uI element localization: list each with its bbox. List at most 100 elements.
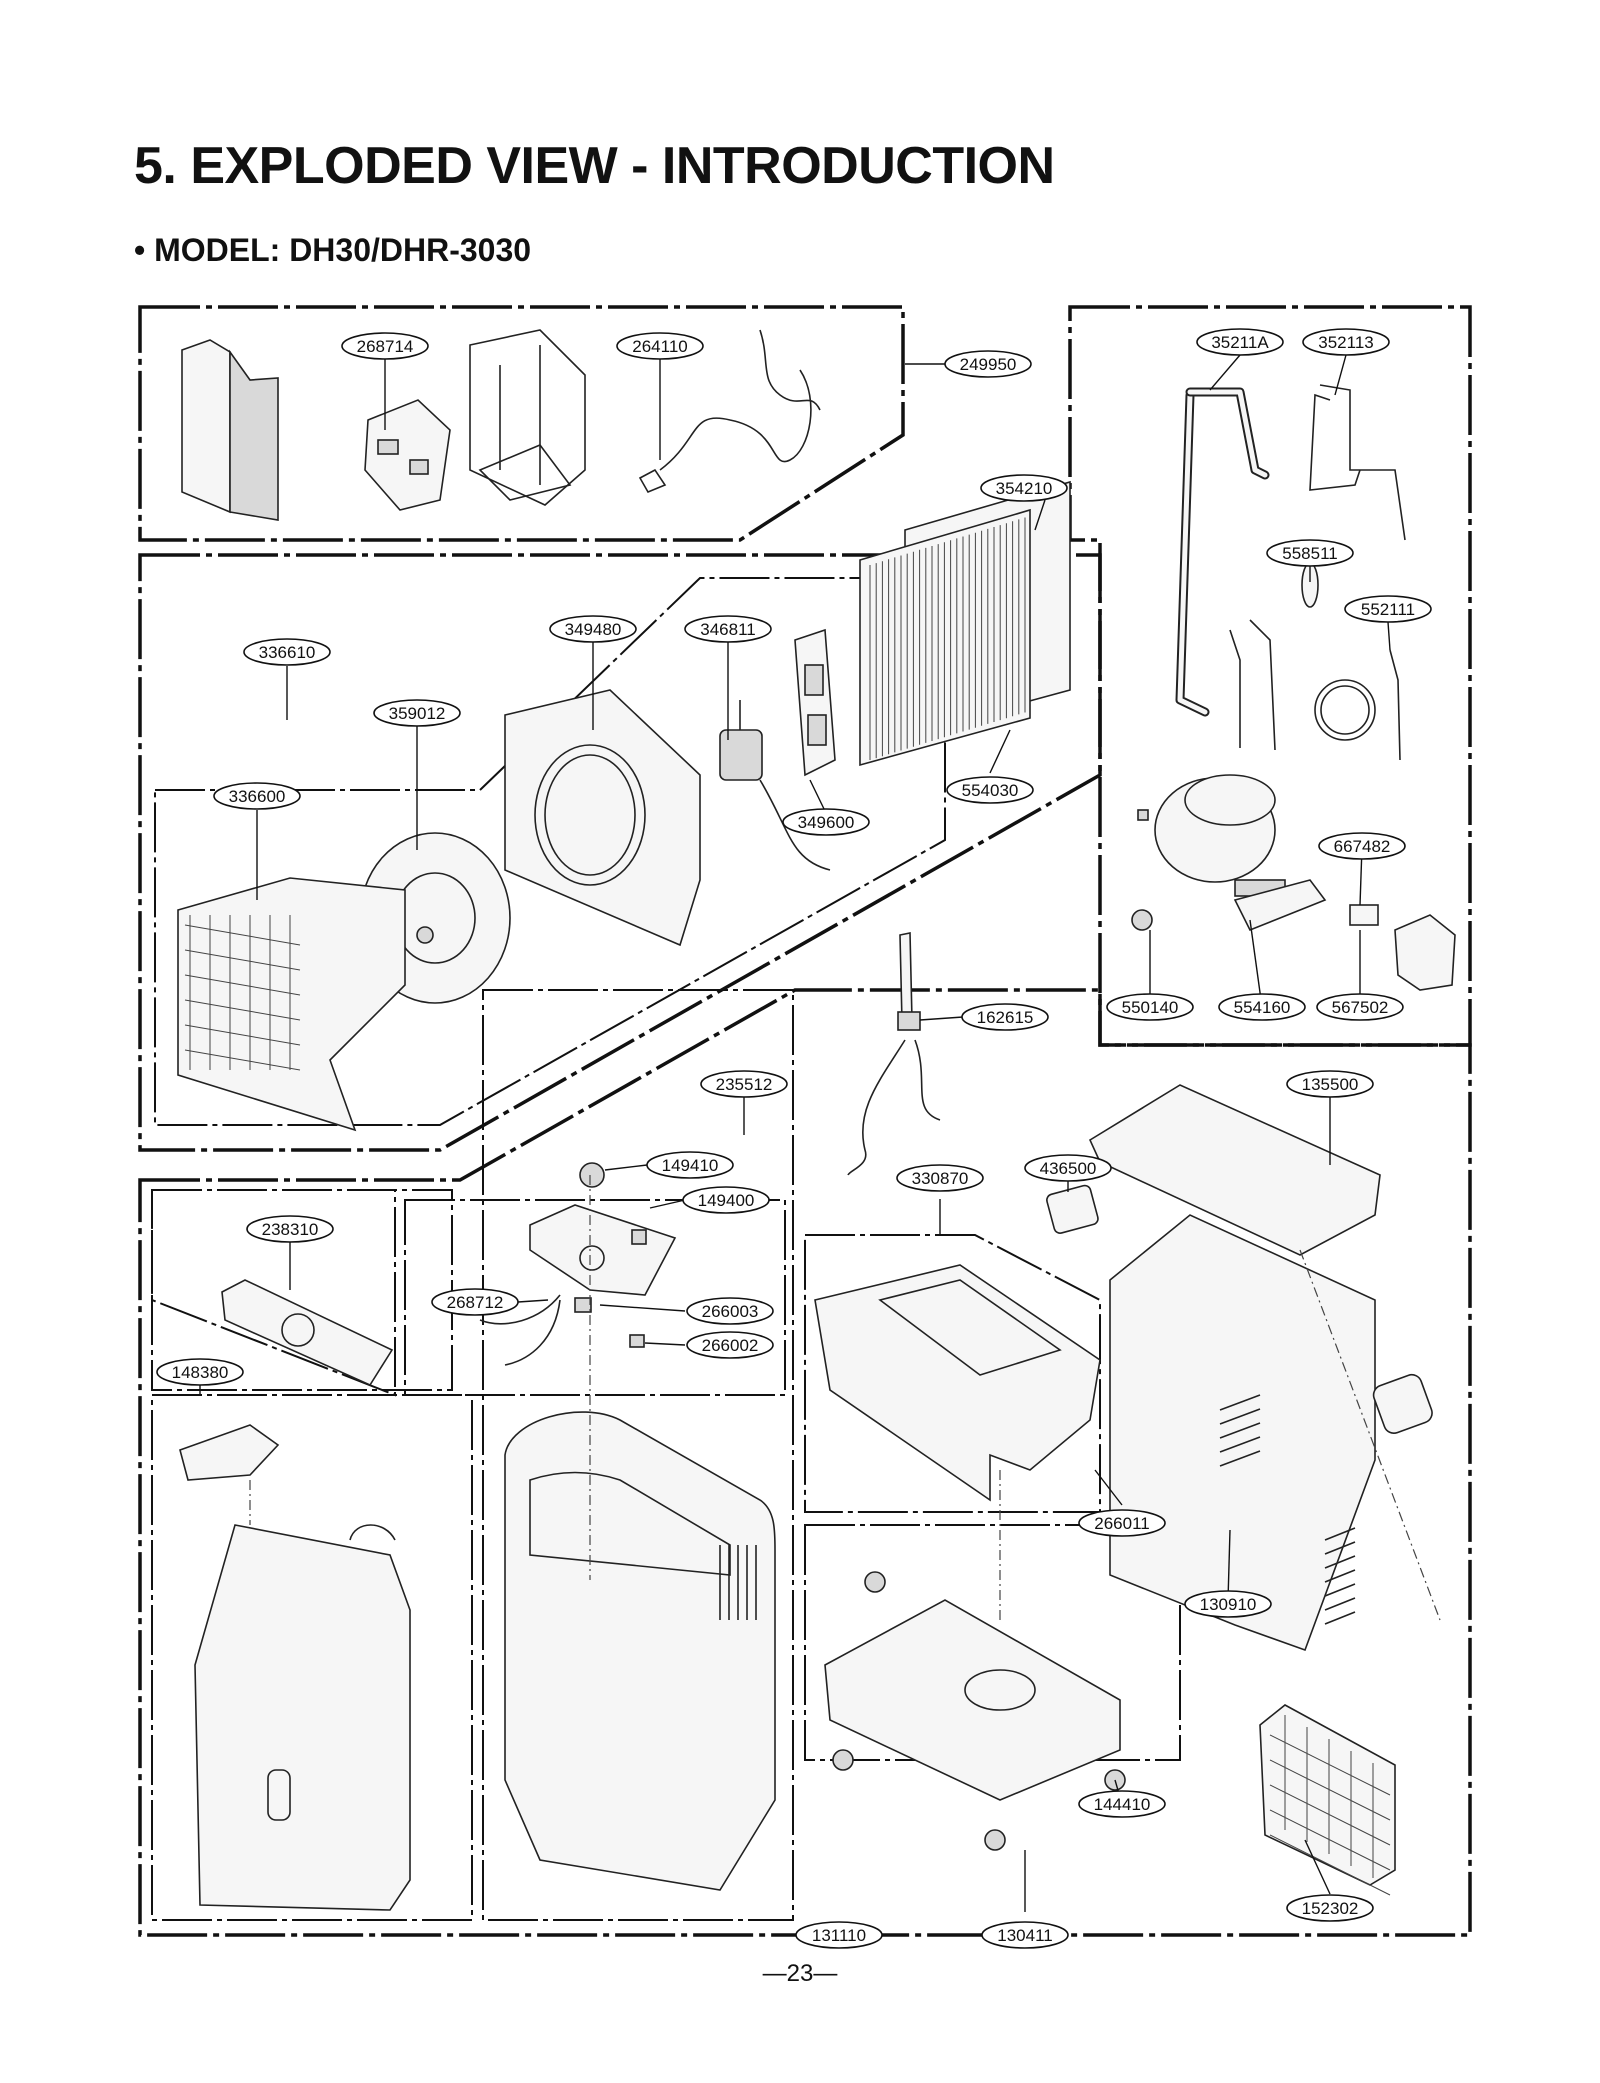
part-number-label: 558511: [1282, 544, 1337, 563]
callout-oval: [1106, 993, 1194, 1021]
callout-oval: [946, 776, 1034, 804]
part-callout-162615: 162615: [961, 1003, 1049, 1031]
hatch-line: [1269, 1834, 1391, 1896]
callout-oval: [684, 615, 772, 643]
hatch-line: [184, 1049, 301, 1071]
control-box-cover: [181, 339, 279, 521]
part-number-label: 131110: [812, 1926, 866, 1945]
part-callout-130910: 130910: [1184, 1590, 1272, 1618]
part-number-label: 266011: [1094, 1514, 1149, 1533]
callout-oval: [213, 782, 301, 810]
callout-oval: [961, 1003, 1049, 1031]
hatch-line: [184, 999, 301, 1021]
part-callout-550140: 550140: [1106, 993, 1194, 1021]
control-panel: [221, 1279, 394, 1387]
part-callout-235512: 235512: [700, 1070, 788, 1098]
hatch-line: [1324, 1541, 1356, 1555]
part-number-label: 135500: [1302, 1075, 1359, 1094]
refrigerant-pipes: [1175, 384, 1406, 761]
part-number-label: 436500: [1040, 1159, 1097, 1178]
callout-oval: [1196, 328, 1284, 356]
callout-oval: [1078, 1790, 1166, 1818]
part-callout-346811: 346811: [684, 615, 772, 643]
part-number-label: 336600: [229, 787, 286, 806]
part-callout-554030: 554030: [946, 776, 1034, 804]
callout-oval: [243, 638, 331, 666]
part-callout-266003: 266003: [686, 1297, 774, 1325]
callout-oval: [1302, 328, 1390, 356]
fan-housing: [177, 877, 406, 1132]
part-number-label: 162615: [977, 1008, 1034, 1027]
callout-oval: [896, 1164, 984, 1192]
hatch-line: [1324, 1527, 1356, 1541]
callout-oval: [1316, 993, 1404, 1021]
callout-oval: [1344, 595, 1432, 623]
part-callout-152302: 152302: [1286, 1894, 1374, 1922]
part-callout-268712: 268712: [431, 1288, 519, 1316]
guide-lines: [249, 1175, 1441, 1621]
top-cover: [1088, 1084, 1381, 1256]
page-number: —23—: [762, 1960, 838, 1987]
coil-front: [859, 508, 1031, 767]
callout-oval: [795, 1921, 883, 1949]
part-number-label: 268712: [447, 1293, 504, 1312]
hatch-line: [1219, 1394, 1261, 1411]
page-title: 5. EXPLODED VIEW - INTRODUCTION: [134, 137, 1055, 195]
motor-bracket: [794, 628, 836, 777]
callout-oval: [782, 808, 870, 836]
part-number-label: 235512: [716, 1075, 773, 1094]
callout-oval: [646, 1151, 734, 1179]
callout-oval: [1266, 539, 1354, 567]
part-number-label: 567502: [1332, 998, 1389, 1017]
hatch-line: [184, 1024, 301, 1046]
part-callout-130411: 130411: [981, 1921, 1069, 1949]
part-callout-558511: 558511: [1266, 539, 1354, 567]
part-callout-354210: 354210: [980, 474, 1068, 502]
part-callout-135500: 135500: [1286, 1070, 1374, 1098]
part-number-label: 130910: [1200, 1595, 1257, 1614]
callout-oval: [682, 1186, 770, 1214]
part-callout-352113: 352113: [1302, 328, 1390, 356]
part-number-label: 249950: [960, 355, 1017, 374]
float-switch: [847, 932, 941, 1176]
part-callout-35211A: 35211A: [1196, 328, 1284, 356]
coil-fins: [869, 517, 1026, 760]
part-callout-264110: 264110: [616, 332, 704, 360]
callout-oval: [616, 332, 704, 360]
frame-drain-pan-subgroup: [804, 1234, 1101, 1513]
part-callout-149400: 149400: [682, 1186, 770, 1214]
knob: [579, 1162, 605, 1188]
control-bracket: [469, 329, 586, 506]
part-number-label: 144410: [1094, 1795, 1151, 1814]
part-callout-238310: 238310: [246, 1215, 334, 1243]
callout-oval: [686, 1297, 774, 1325]
switch-plate: [529, 1204, 677, 1296]
callout-oval: [686, 1331, 774, 1359]
callout-oval: [1024, 1154, 1112, 1182]
part-callout-266011: 266011: [1078, 1509, 1166, 1537]
drain-pan: [814, 1264, 1101, 1502]
hatch-line: [1269, 1809, 1391, 1871]
callout-oval: [1286, 1894, 1374, 1922]
switch-wiring: [479, 1229, 647, 1366]
callout-oval: [341, 332, 429, 360]
part-number-label: 330870: [912, 1169, 969, 1188]
hatch-line: [1324, 1569, 1356, 1583]
frame-control-box-group: [138, 305, 905, 542]
part-number-label: 238310: [262, 1220, 319, 1239]
callout-oval: [700, 1070, 788, 1098]
leader-lines: [199, 354, 1391, 1936]
callout-oval: [944, 350, 1032, 378]
part-number-label: 352113: [1318, 333, 1373, 352]
part-number-label: 148380: [172, 1363, 229, 1382]
callout-oval: [246, 1215, 334, 1243]
front-frame-part: [1046, 1184, 1099, 1234]
callout-oval: [431, 1288, 519, 1316]
part-number-label: 149400: [698, 1191, 755, 1210]
hatch-line: [184, 949, 301, 971]
part-number-label: 349480: [565, 620, 622, 639]
part-number-label: 264110: [632, 337, 687, 356]
part-callout-667482: 667482: [1318, 832, 1406, 860]
